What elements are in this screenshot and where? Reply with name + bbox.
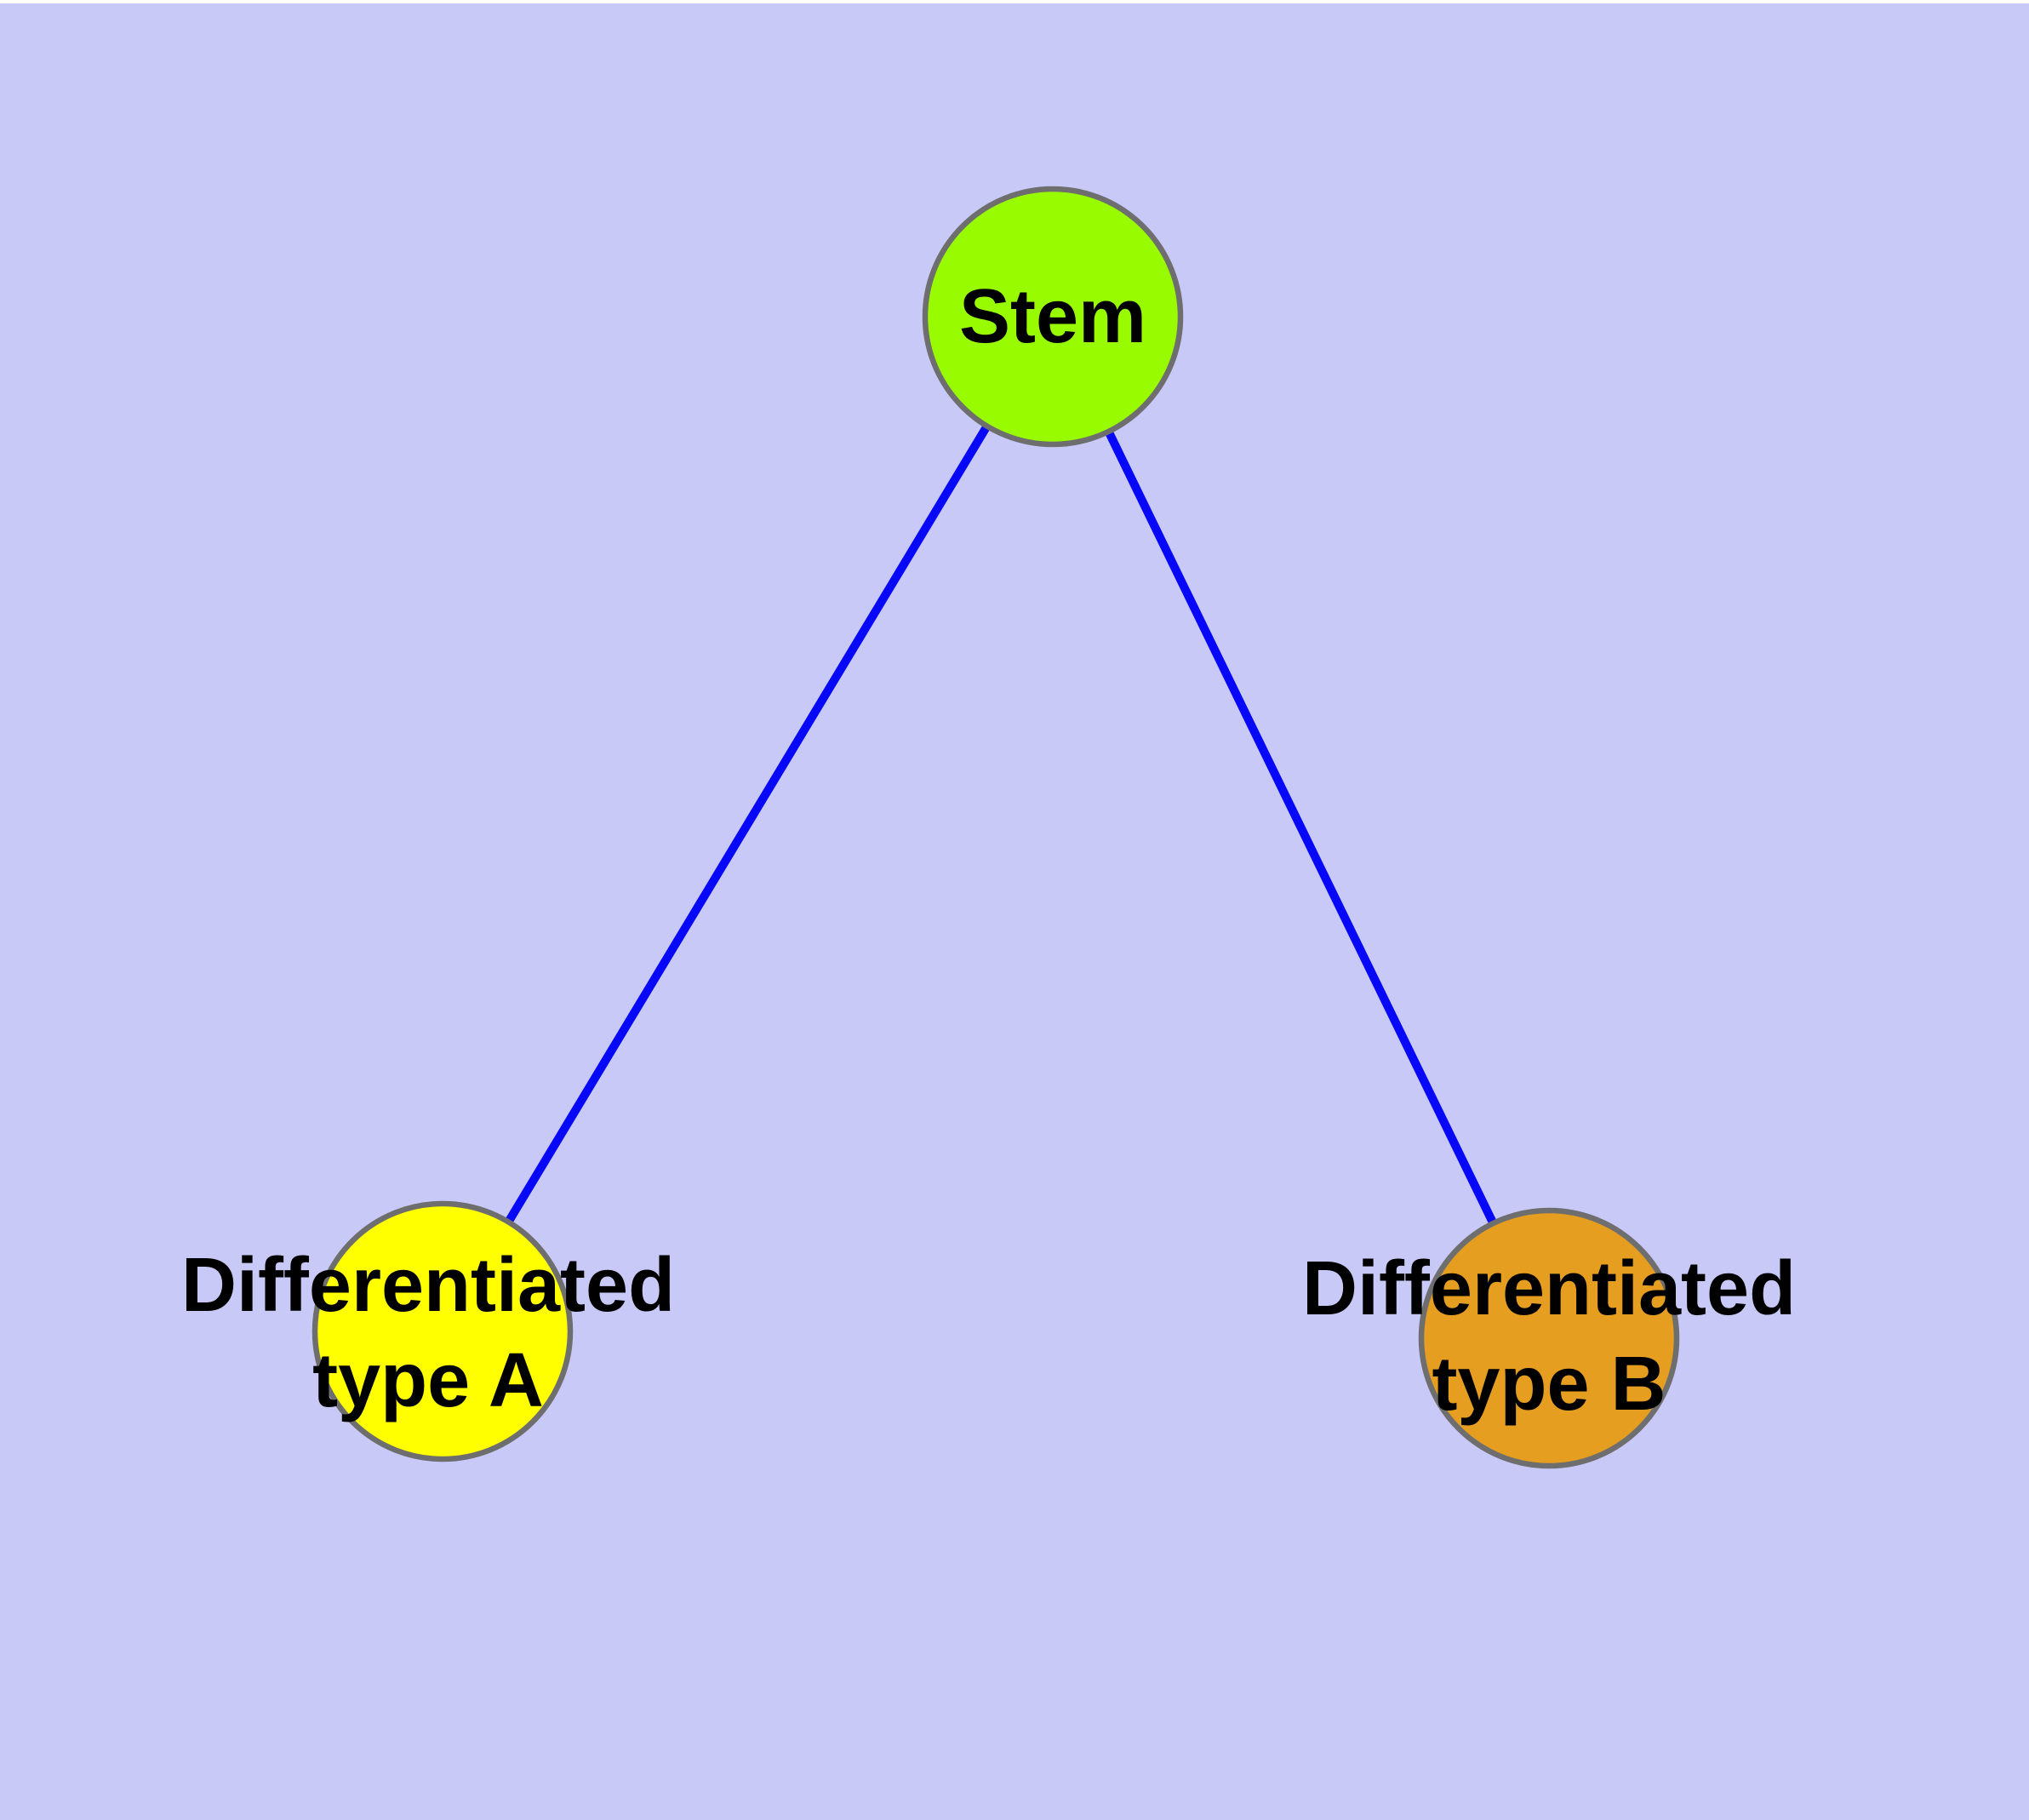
edge-stem-to-type-a <box>438 314 1057 1334</box>
node-label-differentiated-type-b: Differentiated type B <box>1302 1241 1796 1432</box>
node-label-stem-text: Stem <box>958 274 1147 359</box>
node-label-type-a-line2: type A <box>312 1338 544 1423</box>
node-circle-stem <box>922 186 1184 448</box>
node-label-type-b-line2: type B <box>1432 1342 1666 1427</box>
node-circle-differentiated-type-a <box>311 1200 574 1462</box>
node-label-stem: Stem <box>959 269 1146 364</box>
node-label-differentiated-type-a: Differentiated type A <box>181 1238 675 1428</box>
node-label-type-b-line1: Differentiated <box>1301 1246 1797 1331</box>
edge-stem-to-type-b <box>1049 314 1553 1341</box>
top-white-margin <box>0 0 2029 3</box>
node-circle-differentiated-type-b <box>1418 1207 1680 1469</box>
node-label-type-a-line1: Differentiated <box>180 1243 676 1328</box>
